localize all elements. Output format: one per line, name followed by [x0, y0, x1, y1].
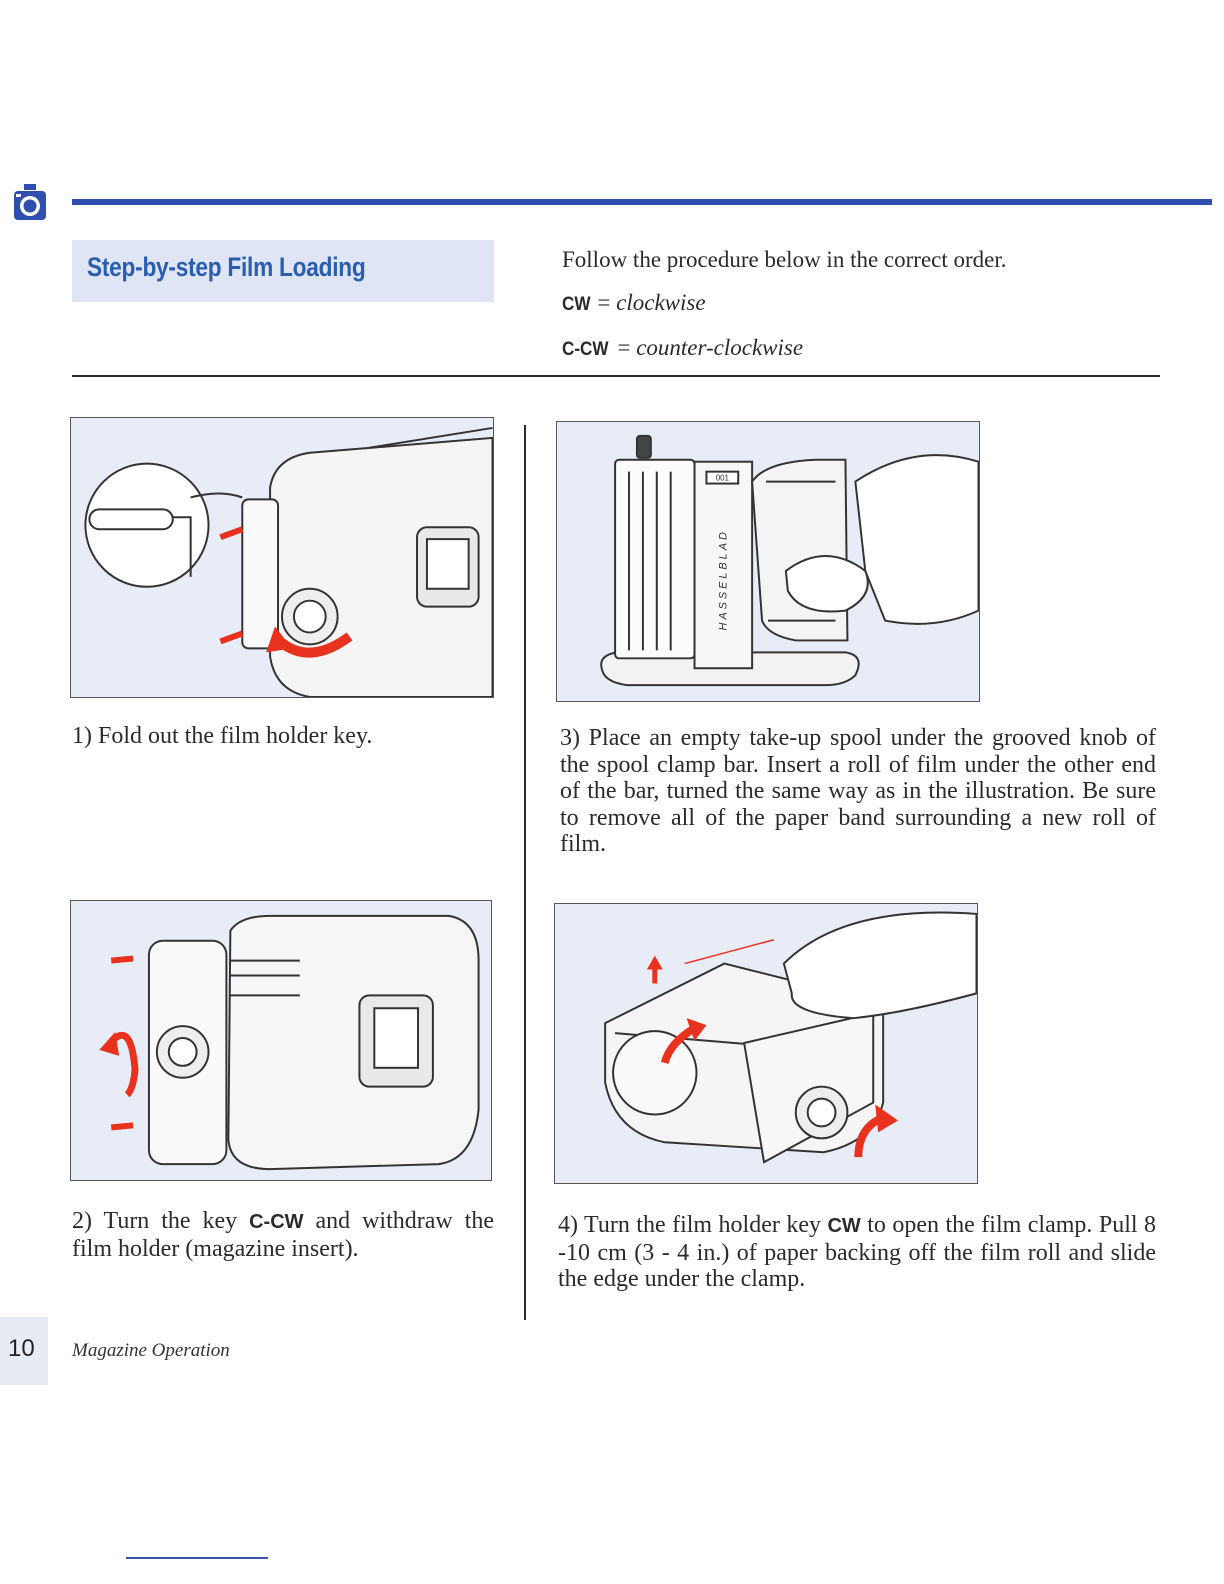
step-2-caption: 2) Turn the key C-CW and withdraw the fi…: [72, 1208, 494, 1262]
ccw-definition: C-CW = counter-clockwise: [562, 326, 1007, 371]
cw-meaning: clockwise: [616, 290, 706, 315]
withdraw-film-holder-illustration: [70, 900, 492, 1181]
column-divider: [524, 425, 526, 1320]
section-title-box: Step-by-step Film Loading: [72, 240, 494, 302]
section-name: Magazine Operation: [72, 1340, 230, 1361]
header-rule: [72, 199, 1212, 205]
place-spool-illustration: 001 HASSELBLAD: [556, 421, 980, 702]
footer-rule: [126, 1557, 268, 1559]
step-4-text-after: to open the film clamp. Pull 8 -10 cm (3…: [558, 1212, 1156, 1292]
film-holder-key-illustration: [70, 417, 494, 698]
cw-eq: =: [591, 290, 617, 315]
cw-abbr: CW: [562, 294, 591, 315]
step-4-caption: 4) Turn the film holder key CW to open t…: [558, 1212, 1156, 1293]
brand-label: HASSELBLAD: [717, 529, 729, 630]
intro-line: Follow the procedure below in the correc…: [562, 247, 1007, 272]
cw-definition: CW = clockwise: [562, 281, 1007, 326]
counter-label: 001: [716, 474, 730, 483]
step-3-caption: 3) Place an empty take-up spool under th…: [560, 725, 1156, 857]
section-divider: [72, 375, 1160, 377]
intro-text: Follow the procedure below in the correc…: [562, 238, 1007, 371]
step-2-text-before: 2) Turn the key: [72, 1208, 250, 1234]
ccw-eq: =: [611, 335, 637, 360]
film-clamp-illustration: [554, 903, 978, 1184]
step-1-caption: 1) Fold out the film holder key.: [72, 723, 373, 749]
page-number: 10: [0, 1317, 48, 1385]
step-2-abbr: C-CW: [249, 1211, 304, 1233]
step-4-abbr: CW: [827, 1215, 861, 1237]
camera-icon: [14, 184, 46, 220]
step-4-text-before: 4) Turn the film holder key: [558, 1212, 828, 1238]
step-2-text-after: and withdraw the film holder (magazine i…: [72, 1208, 494, 1262]
ccw-abbr: C-CW: [562, 339, 609, 360]
page-title: Step-by-step Film Loading: [87, 252, 366, 282]
ccw-meaning: counter-clockwise: [636, 335, 804, 360]
